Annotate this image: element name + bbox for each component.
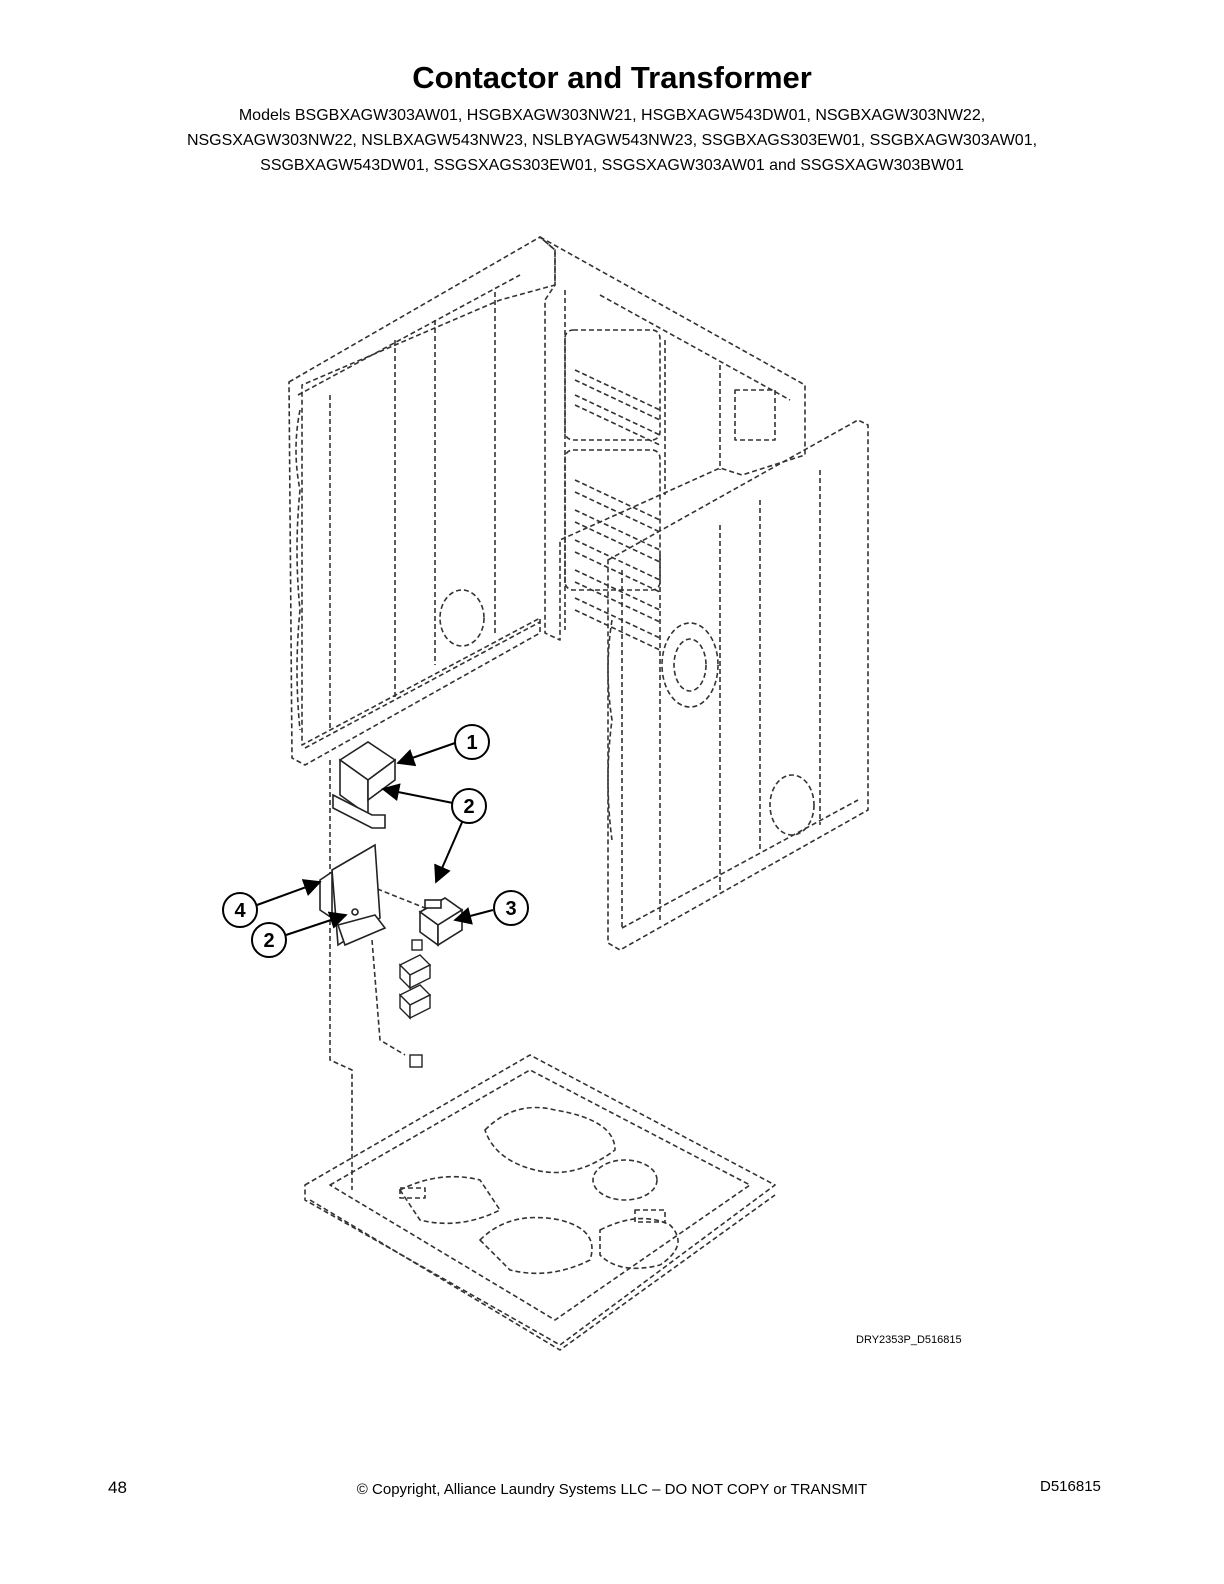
callout-2a-label: 2 (463, 796, 474, 818)
page-title: Contactor and Transformer (412, 60, 812, 95)
callout-2a-circle (451, 788, 487, 824)
callout-1-leader (396, 742, 456, 767)
callout-2b-leader (434, 819, 464, 884)
assembly-leader-lines (329, 760, 431, 1190)
copyright-notice: © Copyright, Alliance Laundry Systems LL… (356, 1481, 868, 1498)
part-1-bracket (332, 741, 397, 829)
models-line: Models BSGBXAGW303AW01, HSGBXAGW303NW21,… (238, 107, 986, 124)
callout-2c-leader (285, 911, 348, 936)
callout-2a-leader (381, 783, 454, 804)
callout-4-leader (256, 879, 322, 906)
callout-1-circle (454, 724, 490, 760)
cabinet-right-panel (607, 419, 869, 951)
back-panel-louvers (574, 369, 661, 651)
cabinet-left-panel (288, 236, 556, 766)
callout-3-label: 3 (505, 898, 516, 920)
callout-4-circle (222, 892, 258, 928)
callout-4-label: 4 (234, 900, 246, 922)
contactor-assembly (398, 939, 432, 1068)
callout-3-circle (493, 890, 529, 926)
part-3-transformer (418, 897, 464, 947)
models-line: NSGSXAGW303NW22, NSLBXAGW543NW23, NSLBYA… (186, 132, 1038, 149)
callout-2c-label: 2 (263, 930, 274, 952)
callout-3-leader (453, 907, 494, 925)
drawing-id: DRY2353P_D516815 (856, 1334, 962, 1346)
cabinet-base (304, 1054, 776, 1351)
page-number: 48 (108, 1478, 127, 1497)
document-id: D516815 (1040, 1478, 1101, 1495)
models-list: Models BSGBXAGW303AW01, HSGBXAGW303NW21,… (110, 103, 1114, 178)
callout-1-label: 1 (466, 732, 477, 754)
cabinet-back-panel (539, 236, 806, 641)
models-line: SSGBXAGW543DW01, SSGSXAGS303EW01, SSGSXA… (260, 157, 964, 174)
callout-2c-circle (251, 922, 287, 958)
